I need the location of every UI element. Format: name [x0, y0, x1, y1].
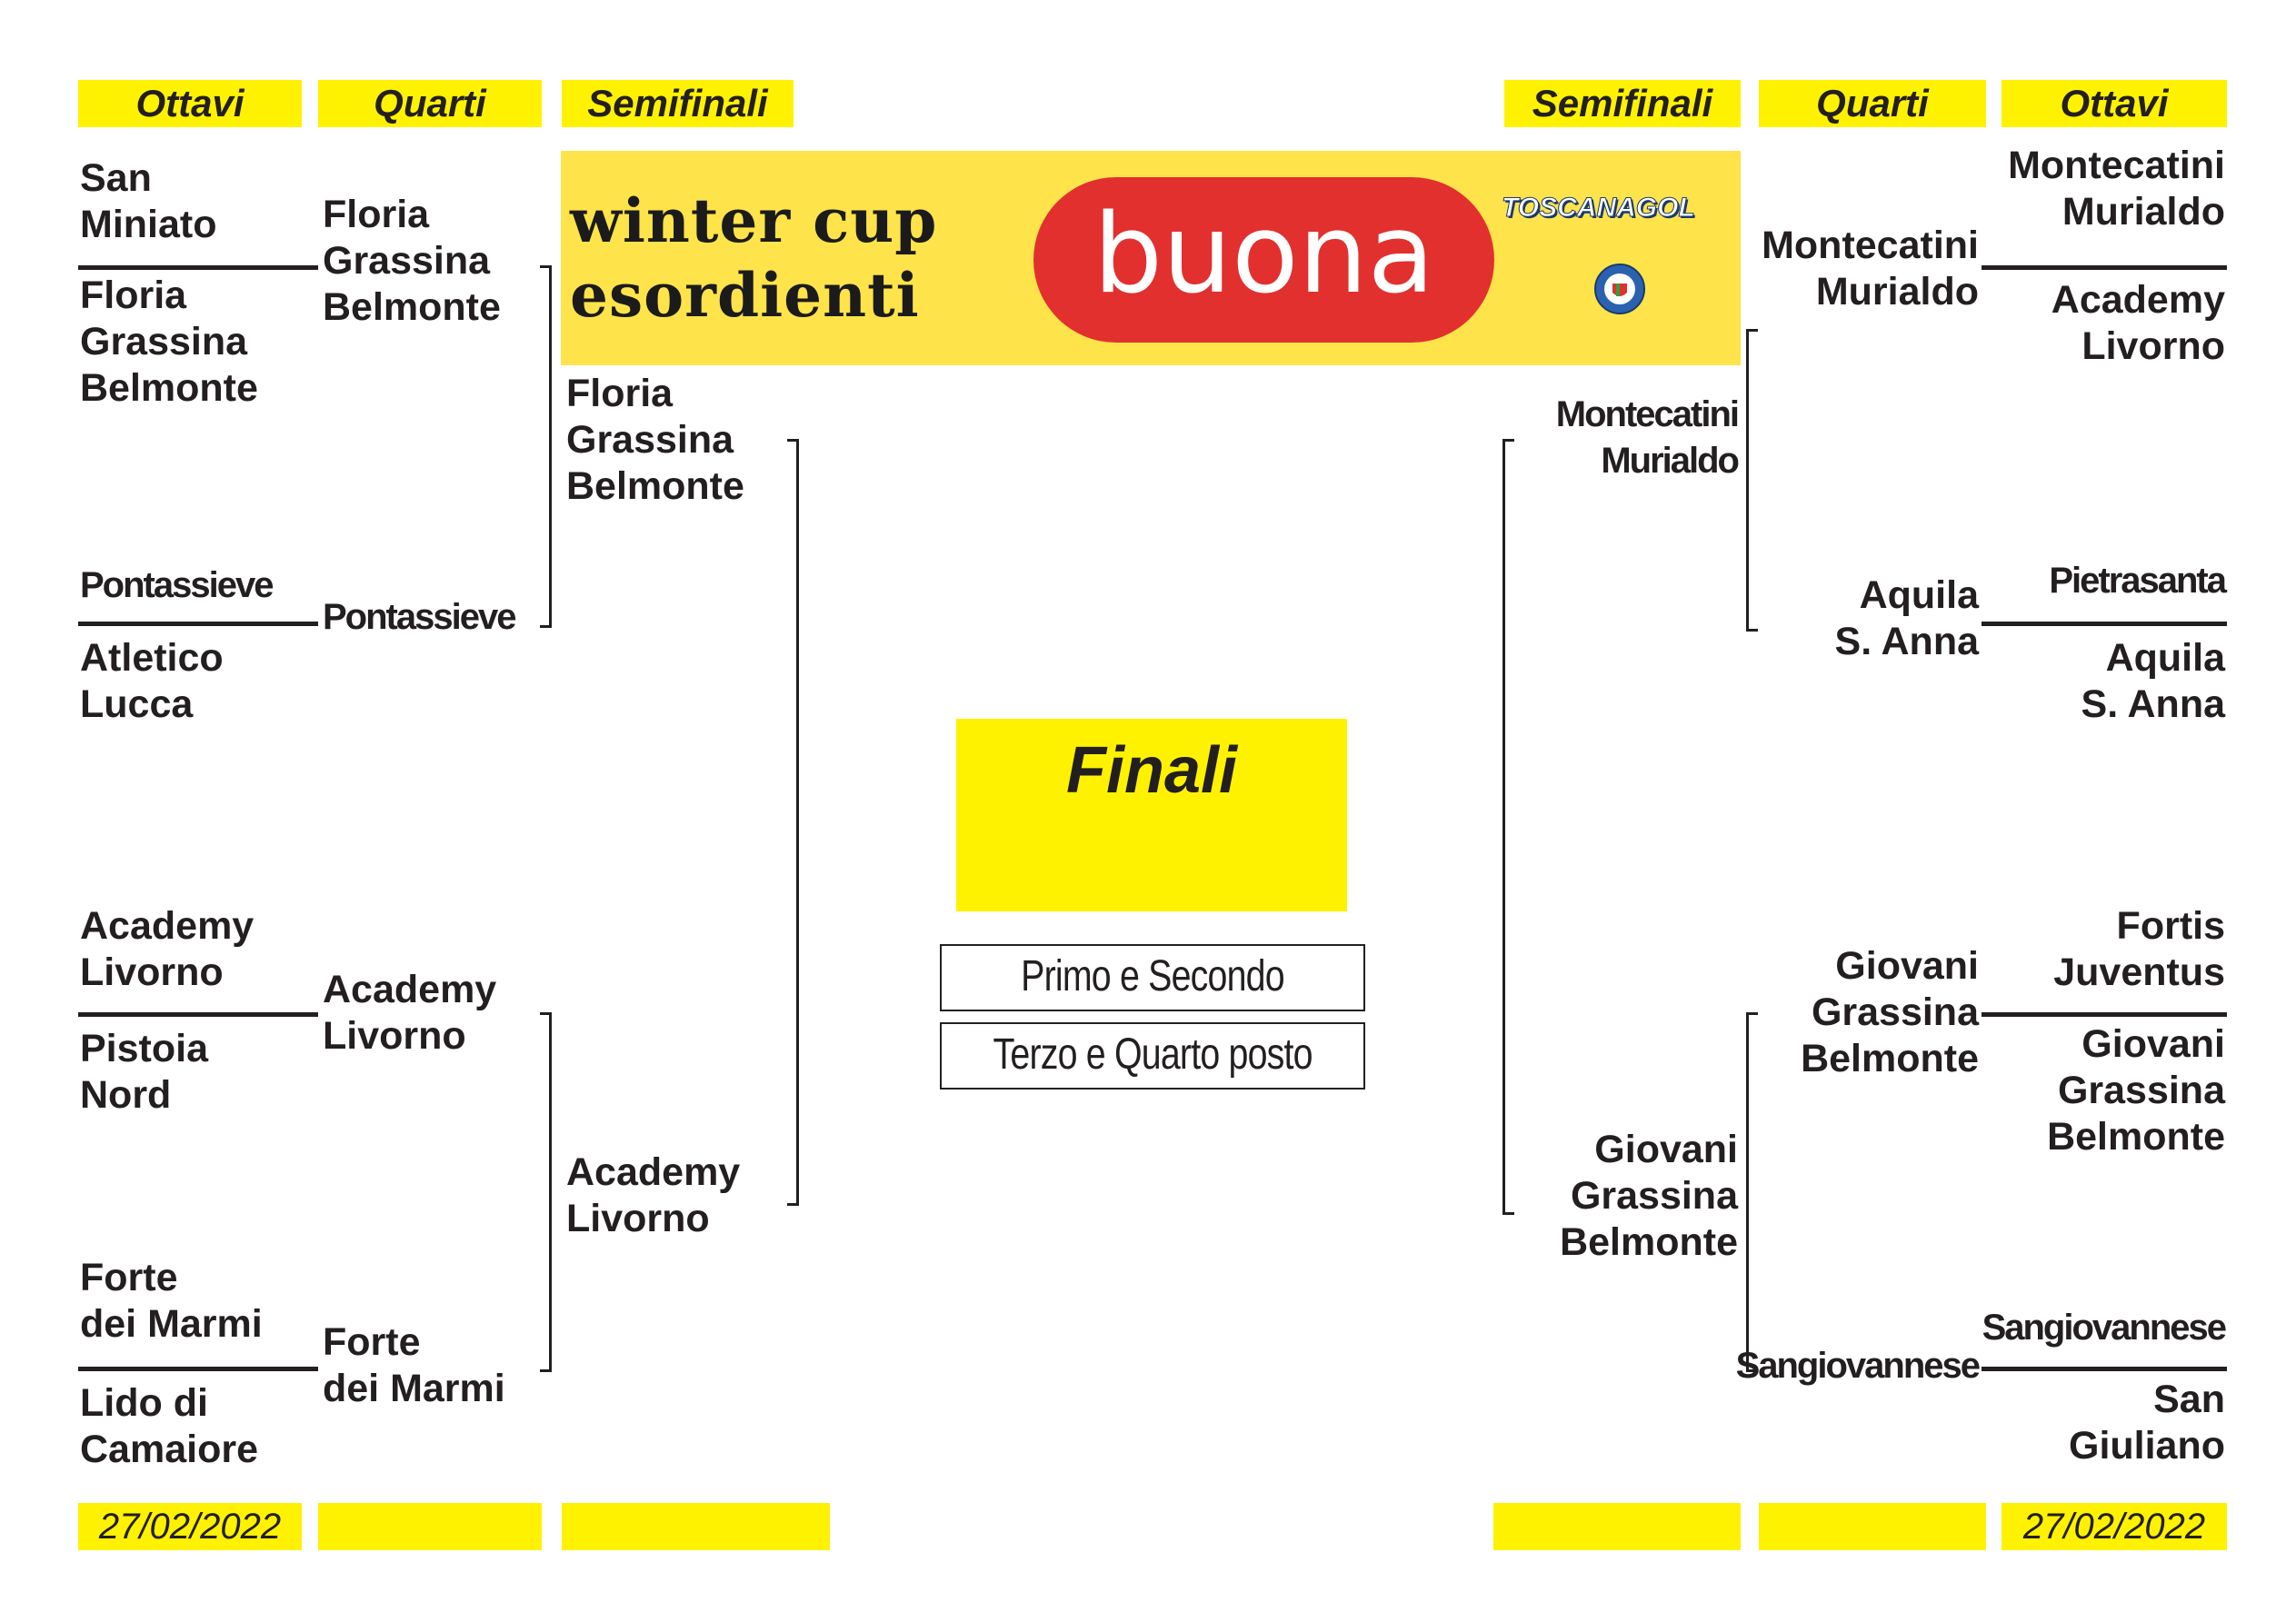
right-semifinali-team-1: Montecatini Murialdo — [1555, 394, 1740, 481]
third-fourth-place-box: Terzo e Quarto posto — [940, 1022, 1365, 1090]
right-ottavi-team-2: Academy Livorno — [2051, 278, 2225, 368]
banner-title: winter cup esordienti — [570, 185, 938, 331]
right-quarti-team-3: Giovani Grassina Belmonte — [1801, 944, 1979, 1080]
left-ottavi-team-1: San Miniato — [80, 156, 217, 246]
buona-wordmark: buona — [1093, 192, 1435, 318]
left-quarti-team-3: Academy Livorno — [323, 968, 497, 1058]
left-quarti-team-1: Floria Grassina Belmonte — [323, 193, 501, 329]
left-ottavi-team-6: Pistoia Nord — [80, 1027, 208, 1117]
right-semifinali-team-2: Giovani Grassina Belmonte — [1560, 1128, 1738, 1264]
footer-left-semifinali-bar — [562, 1503, 830, 1550]
left-ottavi-team-4: Atletico Lucca — [80, 636, 224, 726]
left-quarti-connector-bottom — [540, 1012, 552, 1372]
finals-title: Finali — [1065, 734, 1237, 807]
right-quarti-connector-bottom — [1746, 1012, 1758, 1372]
left-ottavi-divider-1 — [78, 265, 318, 270]
footer-right-date: 27/02/2022 — [2002, 1503, 2227, 1550]
right-quarti-team-1: Montecatini Murialdo — [1762, 224, 1979, 313]
right-quarti-team-4: Sangiovannese — [1735, 1346, 1981, 1386]
first-second-place-box: Primo e Secondo posto — [940, 944, 1365, 1062]
third-fourth-place-label: Terzo e Quarto posto — [993, 1030, 1313, 1079]
sponsor-banner: winter cup esordienti buona TOSCANAGOL — [561, 151, 1741, 365]
right-ottavi-team-1: Montecatini Murialdo — [2008, 144, 2225, 234]
right-ottavi-team-3: Pietrasanta — [2049, 561, 2227, 601]
footer-left-date: 27/02/2022 — [78, 1503, 302, 1550]
right-ottavi-team-6: Giovani Grassina Belmonte — [2047, 1022, 2225, 1159]
left-semifinali-team-1: Floria Grassina Belmonte — [566, 372, 744, 508]
left-ottavi-team-7: Forte dei Marmi — [80, 1256, 263, 1346]
left-semifinali-connector — [787, 439, 799, 1206]
left-ottavi-team-2: Floria Grassina Belmonte — [80, 274, 258, 410]
header-right-semifinali: Semifinali — [1504, 80, 1741, 127]
left-ottavi-team-8: Lido di Camaiore — [80, 1381, 258, 1471]
left-quarti-connector-top — [540, 265, 552, 628]
buona-logo: buona — [1033, 177, 1494, 343]
right-ottavi-divider-3 — [1982, 1012, 2227, 1017]
toscanagol-wordmark: TOSCANAGOL — [1502, 193, 1696, 224]
right-ottavi-divider-1 — [1982, 265, 2227, 270]
left-ottavi-team-3: Pontassieve — [80, 565, 274, 605]
left-ottavi-divider-2 — [78, 622, 318, 626]
right-quarti-connector-top — [1746, 329, 1758, 632]
right-semifinali-connector — [1502, 439, 1514, 1215]
right-quarti-team-2: Aquila S. Anna — [1834, 573, 1979, 663]
footer-left-quarti-bar — [318, 1503, 542, 1550]
right-ottavi-divider-2 — [1982, 622, 2227, 626]
right-ottavi-team-5: Fortis Juventus — [2053, 904, 2225, 994]
left-ottavi-divider-4 — [78, 1367, 318, 1371]
left-quarti-team-4: Forte dei Marmi — [323, 1320, 505, 1410]
footer-right-semifinali-bar — [1493, 1503, 1741, 1550]
right-ottavi-team-7: Sangiovannese — [1982, 1308, 2227, 1348]
toscanagol-logo: TOSCANAGOL — [1502, 193, 1720, 244]
header-right-ottavi: Ottavi — [2002, 80, 2227, 127]
left-ottavi-divider-3 — [78, 1012, 318, 1017]
left-semifinali-team-2: Academy Livorno — [566, 1150, 741, 1240]
header-left-quarti: Quarti — [318, 80, 542, 127]
footer-right-quarti-bar — [1759, 1503, 1986, 1550]
figc-badge-icon — [1594, 264, 1645, 314]
finals-box: Finali — [956, 719, 1347, 911]
right-ottavi-team-4: Aquila S. Anna — [2081, 636, 2225, 726]
left-quarti-team-2: Pontassieve — [323, 597, 516, 637]
left-ottavi-team-5: Academy Livorno — [80, 904, 255, 994]
header-left-ottavi: Ottavi — [78, 80, 302, 127]
header-right-quarti: Quarti — [1759, 80, 1986, 127]
header-left-semifinali: Semifinali — [562, 80, 794, 127]
right-ottavi-team-8: San Giuliano — [2069, 1378, 2225, 1468]
right-ottavi-divider-4 — [1982, 1367, 2227, 1371]
